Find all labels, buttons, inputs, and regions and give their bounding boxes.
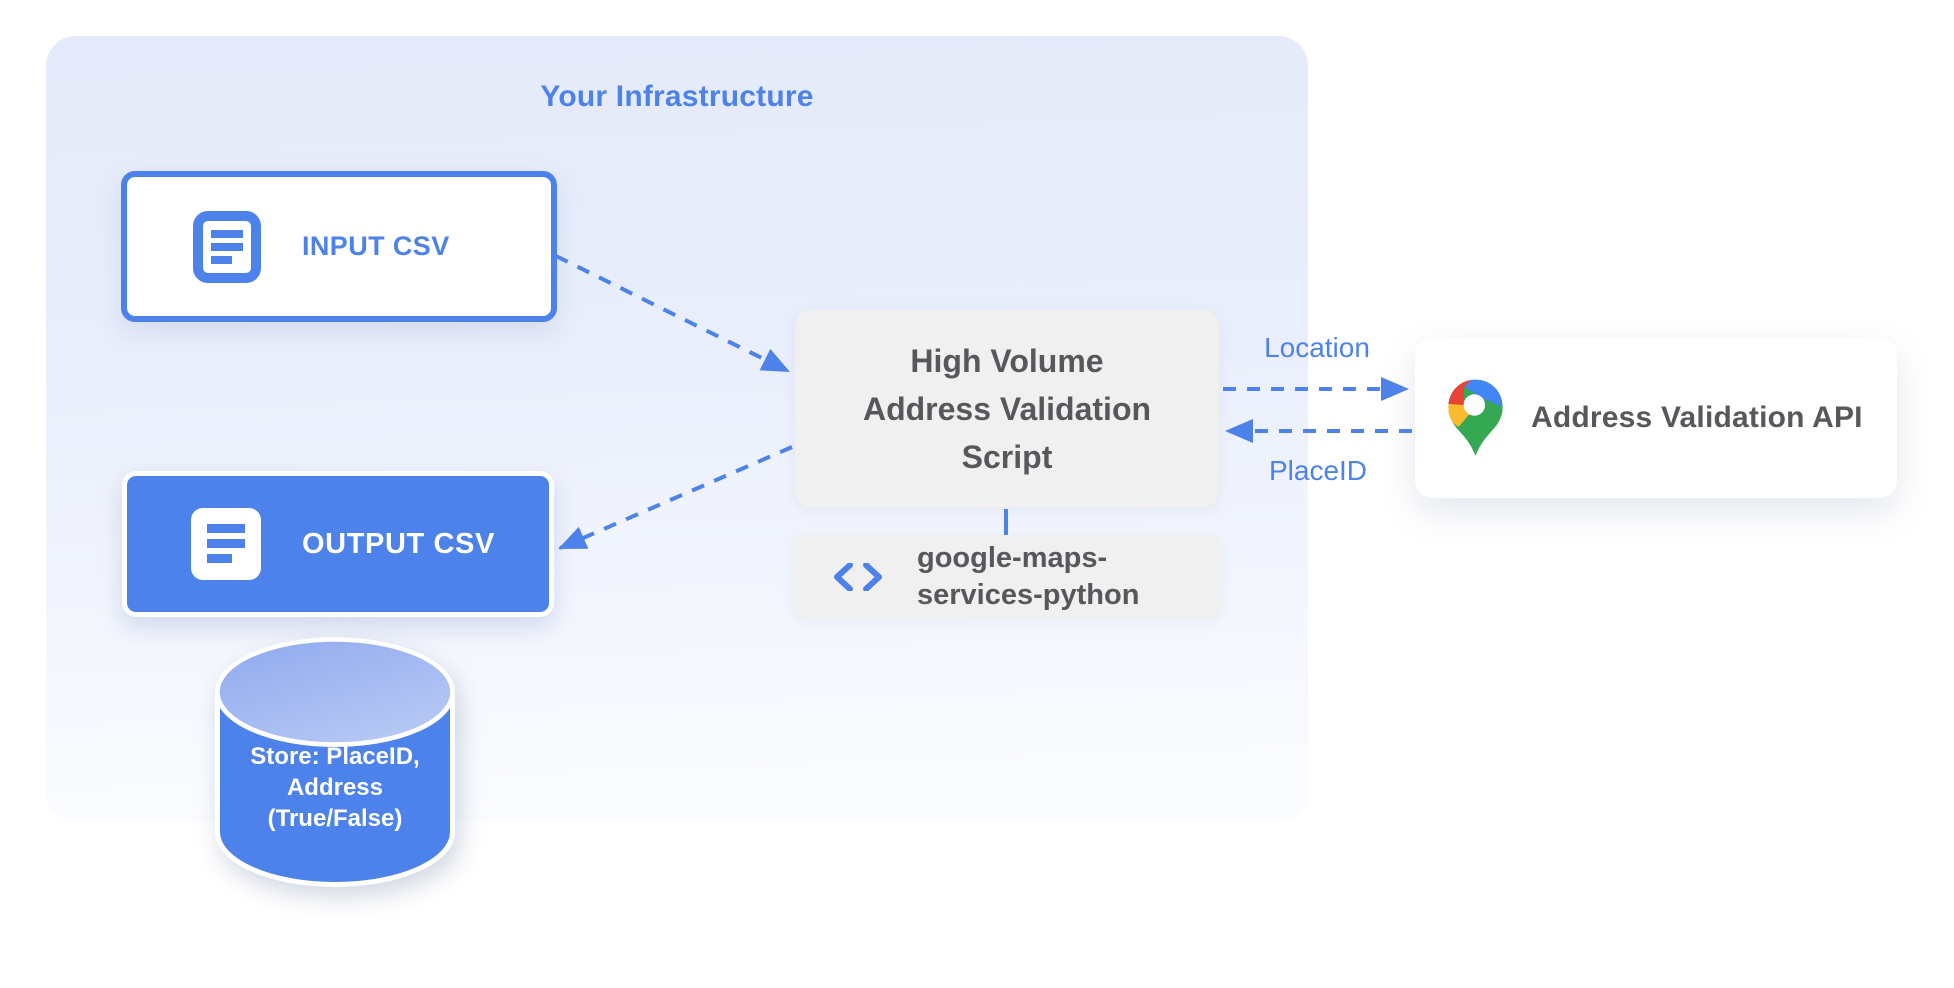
python-library-label: google-maps- services-python — [917, 540, 1139, 614]
python-library-label-line2: services-python — [917, 578, 1140, 611]
datastore-label-line3: (True/False) — [267, 805, 403, 832]
google-maps-pin-icon — [1448, 379, 1503, 456]
python-library-label-line1: google-maps- — [917, 541, 1108, 574]
database-cylinder-icon — [215, 637, 455, 887]
datastore-label-line1: Store: PlaceID, — [250, 743, 420, 770]
your-infrastructure-label: Your Infrastructure — [540, 80, 814, 113]
script-label-line3: Script — [961, 438, 1053, 475]
output-csv-label: OUTPUT CSV — [302, 527, 495, 560]
datastore-label-line2: Address — [286, 774, 384, 801]
node-python-library: google-maps- services-python — [793, 535, 1222, 618]
edge-label-placeid: PlaceID — [1268, 455, 1368, 486]
address-validation-api-label: Address Validation API — [1531, 400, 1863, 434]
node-datastore: Store: PlaceID, Address (True/False) — [217, 741, 453, 834]
csv-file-icon — [191, 508, 261, 580]
node-address-validation-api: Address Validation API — [1415, 337, 1897, 498]
arrow-script-to-output-csv — [557, 445, 793, 551]
code-icon — [834, 562, 882, 591]
script-label-line2: Address Validation — [862, 390, 1152, 427]
node-output-csv: OUTPUT CSV — [122, 471, 554, 617]
node-validation-script: High Volume Address Validation Script — [795, 310, 1219, 507]
edge-label-location: Location — [1264, 332, 1370, 363]
csv-file-icon — [193, 210, 261, 283]
input-csv-label: INPUT CSV — [302, 231, 450, 261]
node-input-csv: INPUT CSV — [121, 171, 557, 322]
arrow-input-csv-to-script — [555, 254, 791, 374]
script-label-line1: High Volume — [910, 342, 1104, 379]
